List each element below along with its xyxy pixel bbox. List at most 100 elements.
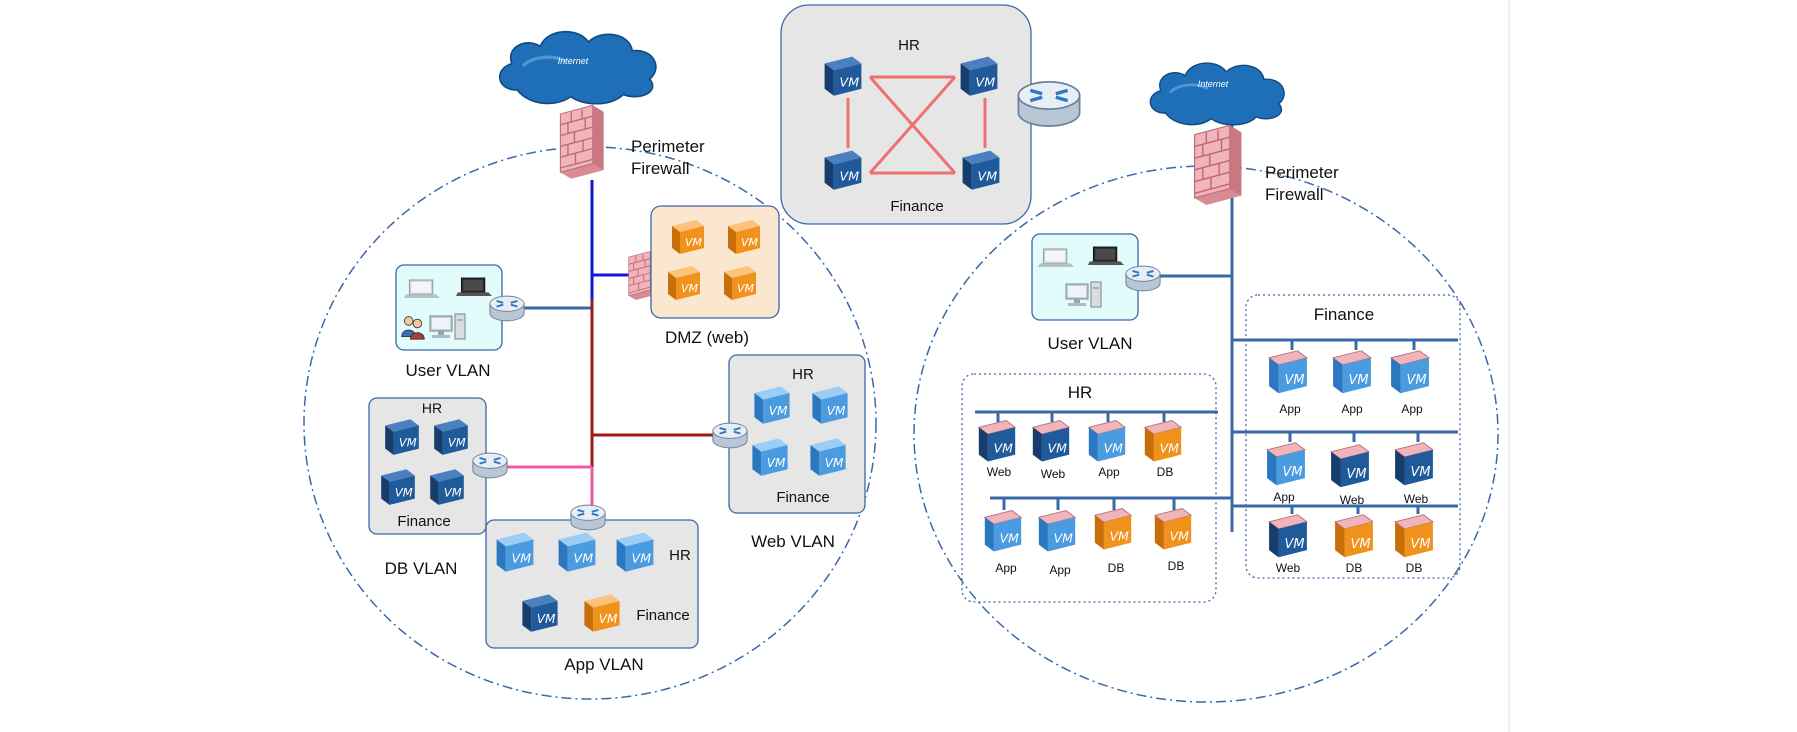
middle-topology: HR Finance <box>780 4 1082 225</box>
internet-cloud-left: Internet <box>498 30 658 106</box>
cloud-label: Internet <box>558 56 589 66</box>
hr-group: HR Web Web App DB App App DB DB <box>961 373 1232 603</box>
db-vlan-finance-label: Finance <box>397 513 450 530</box>
network-boundary <box>913 165 1499 703</box>
user-vlan-label: User VLAN <box>405 361 490 380</box>
web-vlan-hr-label: HR <box>792 366 814 383</box>
hr-vm-label: Web <box>1041 467 1066 481</box>
app-vlan-panel: HR Finance <box>485 519 699 649</box>
user-vlan-panel <box>1031 233 1139 321</box>
vm-icon <box>984 509 1022 553</box>
vm-icon <box>1394 442 1434 486</box>
finance-vm-label: Web <box>1276 561 1301 575</box>
finance-vm-label: App <box>1273 490 1295 504</box>
finance-vm-label: App <box>1401 402 1423 416</box>
vm-icon <box>1394 514 1434 558</box>
vm-icon <box>978 419 1016 463</box>
right-topology: Internet Perimeter Firewall User VLAN HR <box>913 61 1499 703</box>
web-vlan-label: Web VLAN <box>751 532 835 551</box>
cloud-icon <box>498 30 658 106</box>
db-vlan-hr-label: HR <box>422 400 442 416</box>
hr-vm-label: DB <box>1108 561 1125 575</box>
app-vlan-hr-label: HR <box>669 547 691 564</box>
vm-icon <box>381 469 415 505</box>
perimeter-firewall-label-1: Perimeter <box>631 137 705 156</box>
vm-icon <box>1038 509 1076 553</box>
vm-icon <box>522 594 558 632</box>
vm-icon <box>812 386 848 424</box>
perimeter-firewall-label-2: Firewall <box>1265 185 1324 204</box>
user-vlan-panel <box>395 264 503 351</box>
vm-icon <box>672 220 704 254</box>
router-icon <box>1124 265 1162 292</box>
left-topology: Internet Perimeter Firewall DMZ (web) Us… <box>303 30 877 700</box>
vm-icon <box>430 469 464 505</box>
finance-vm-label: App <box>1341 402 1363 416</box>
app-vlan-finance-label: Finance <box>636 607 689 624</box>
vm-icon <box>810 438 846 476</box>
desktop-icon <box>429 313 466 340</box>
finance-group-title: Finance <box>1314 305 1374 324</box>
vm-icon <box>1390 350 1430 394</box>
cloud-icon <box>1148 61 1286 127</box>
cloud-label: Internet <box>1198 79 1229 89</box>
hr-vm-label: App <box>995 561 1017 575</box>
router-icon <box>1016 80 1082 128</box>
web-vlan-panel: HR Finance <box>728 354 866 514</box>
vm-icon <box>1088 419 1126 463</box>
finance-vm-label: Web <box>1404 492 1429 506</box>
vm-icon <box>496 532 534 572</box>
router-icon <box>471 452 509 479</box>
hr-vm-label: App <box>1098 465 1120 479</box>
vm-icon <box>1154 507 1192 551</box>
router-icon <box>711 422 749 449</box>
vm-icon <box>558 532 596 572</box>
mesh-links <box>846 75 987 175</box>
vm-icon <box>728 220 760 254</box>
vm-icon <box>584 594 620 632</box>
vm-icon <box>434 419 468 455</box>
vm-icon <box>1332 350 1372 394</box>
hr-vm-label: Web <box>987 465 1012 479</box>
vm-icon <box>1144 419 1182 463</box>
finance-vm-label: Web <box>1340 493 1365 507</box>
vm-icon <box>1334 514 1374 558</box>
dmz-label: DMZ (web) <box>665 328 749 347</box>
middle-hr-label: HR <box>898 37 920 54</box>
user-vlan-label: User VLAN <box>1047 334 1132 353</box>
hr-vm-label: DB <box>1168 559 1185 573</box>
db-vlan-label: DB VLAN <box>385 559 458 578</box>
internet-cloud-right: Internet <box>1148 61 1286 127</box>
db-vlan-panel: HR Finance <box>368 397 487 535</box>
vm-icon <box>824 150 862 190</box>
finance-group: Finance App App App App Web Web W <box>1232 294 1461 579</box>
desktop-icon <box>1065 281 1102 308</box>
firewall-icon <box>1193 124 1243 205</box>
web-vlan-finance-label: Finance <box>776 489 829 506</box>
perimeter-firewall-label-1: Perimeter <box>1265 163 1339 182</box>
vm-icon <box>385 419 419 455</box>
finance-vm-label: DB <box>1406 561 1423 575</box>
vm-icon <box>754 386 790 424</box>
hr-vm-label: App <box>1049 563 1071 577</box>
vm-icon <box>668 266 700 300</box>
vm-icon <box>960 56 998 96</box>
vm-icon <box>616 532 654 572</box>
firewall-icon <box>559 104 605 179</box>
vm-icon <box>1032 419 1070 463</box>
perimeter-firewall-label-2: Firewall <box>631 159 690 178</box>
vm-icon <box>724 266 756 300</box>
vm-icon <box>962 150 1000 190</box>
vm-icon <box>824 56 862 96</box>
vm-icon <box>1094 507 1132 551</box>
finance-vm-label: DB <box>1346 561 1363 575</box>
vm-icon <box>1268 350 1308 394</box>
hr-vm-label: DB <box>1157 465 1174 479</box>
vm-icon <box>1330 444 1370 488</box>
dmz-panel <box>650 205 780 319</box>
app-vlan-label: App VLAN <box>564 655 643 674</box>
hr-group-title: HR <box>1068 383 1093 402</box>
vm-icon <box>1266 442 1306 486</box>
router-icon <box>569 504 607 531</box>
